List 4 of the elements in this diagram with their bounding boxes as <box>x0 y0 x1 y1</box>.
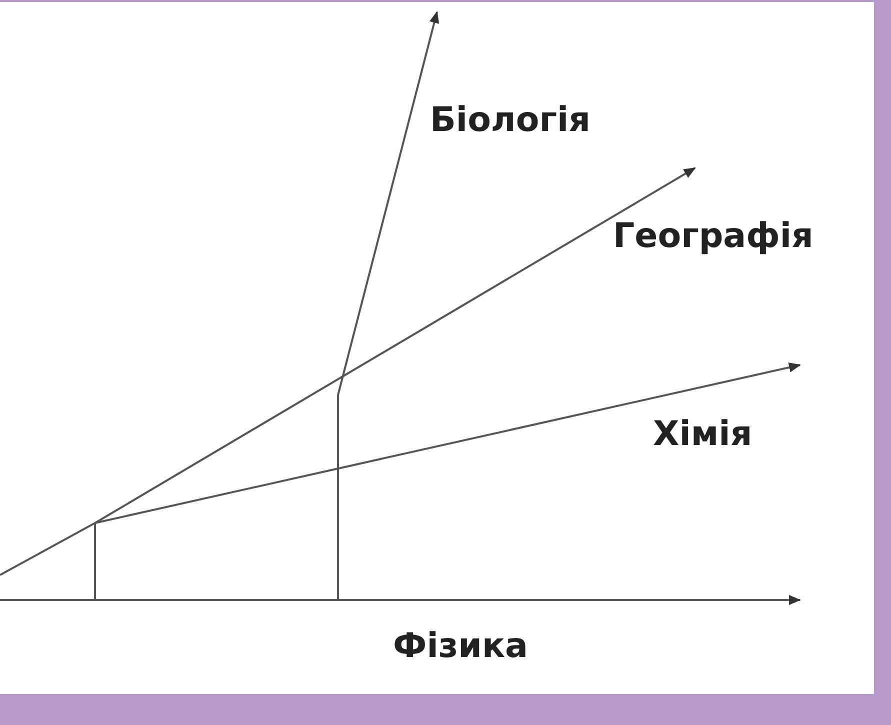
axis-label: Географія <box>613 218 814 256</box>
axis-label: Фізика <box>393 628 528 666</box>
axis-label: Хімія <box>653 416 752 454</box>
axis-label: Біологія <box>430 102 590 140</box>
